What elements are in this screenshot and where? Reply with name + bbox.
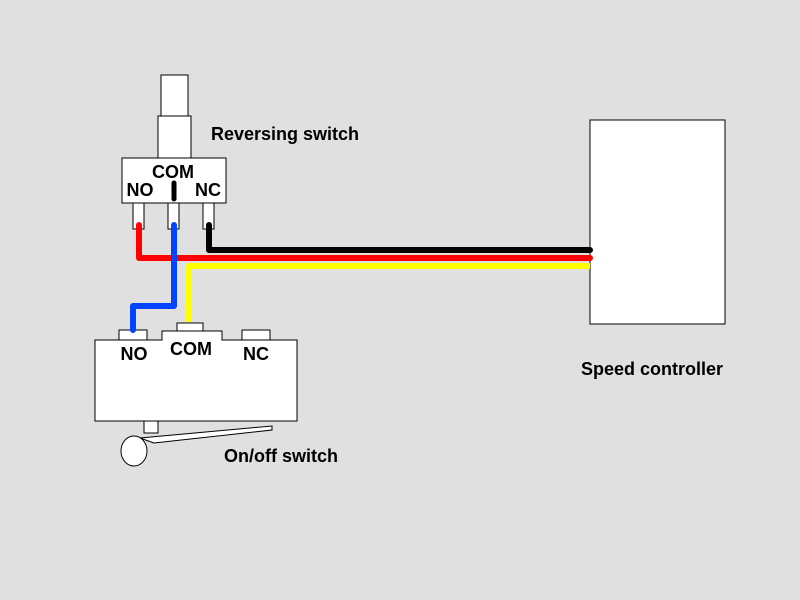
onoff-terminal-com-label: COM xyxy=(170,339,212,359)
reversing-terminal-com-label: COM xyxy=(152,162,194,182)
wire-red xyxy=(136,222,593,261)
reversing-switch-toggle-tip xyxy=(160,74,189,118)
speed-controller-box xyxy=(589,119,726,325)
reversing-switch: COM NO NC xyxy=(121,74,227,230)
reversing-switch-label: Reversing switch xyxy=(211,124,359,144)
speed-controller-label: Speed controller xyxy=(581,359,723,379)
onoff-switch-label: On/off switch xyxy=(224,446,338,466)
wire-black xyxy=(206,222,593,253)
onoff-switch-roller xyxy=(120,435,148,467)
onoff-terminal-nc-label: NC xyxy=(243,344,269,364)
reversing-terminal-no-label: NO xyxy=(127,180,154,200)
onoff-switch-lever-arm xyxy=(139,425,273,444)
onoff-terminal-no-label: NO xyxy=(121,344,148,364)
wire-blue xyxy=(130,222,177,333)
onoff-switch: NO COM NC xyxy=(94,322,298,467)
reversing-switch-toggle-shaft xyxy=(157,115,192,159)
wire-yellow xyxy=(186,263,590,322)
onoff-switch-lever-base xyxy=(143,420,159,434)
onoff-switch-body xyxy=(94,330,298,422)
onoff-terminal-nc-pin xyxy=(241,329,271,341)
reversing-terminal-nc-label: NC xyxy=(195,180,221,200)
